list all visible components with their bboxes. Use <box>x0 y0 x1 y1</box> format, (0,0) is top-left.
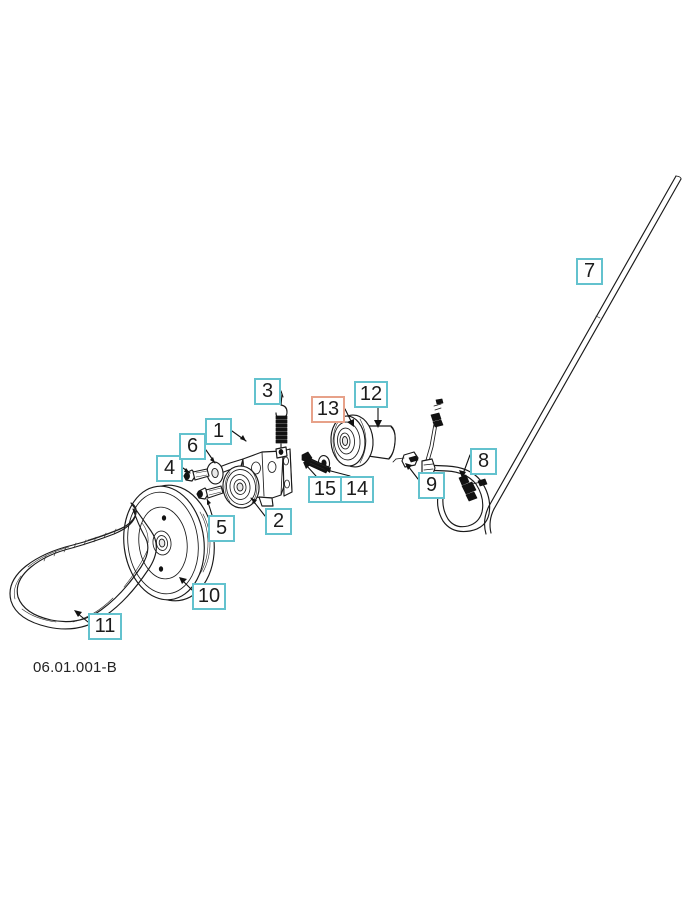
part-control-rod <box>483 175 682 535</box>
cable-left-fitting <box>392 451 419 468</box>
cable-end-fitting-8 <box>458 474 488 502</box>
callout-5-label: 5 <box>215 516 228 539</box>
callout-13[interactable]: 13 <box>311 396 345 423</box>
part-drive-pulley <box>123 484 215 602</box>
callout-1-label: 1 <box>212 419 225 442</box>
cable-barrel-adjuster <box>430 398 444 428</box>
callout-1[interactable]: 1 <box>205 418 232 445</box>
callout-9-label: 9 <box>425 473 438 496</box>
part-hex-bolt-5 <box>196 485 224 500</box>
callout-4-label: 4 <box>163 456 176 479</box>
callout-7[interactable]: 7 <box>576 258 603 285</box>
part-hex-bolt-15 <box>301 451 330 474</box>
callout-8[interactable]: 8 <box>470 448 497 475</box>
callout-8-label: 8 <box>477 449 490 472</box>
callout-10[interactable]: 10 <box>192 583 226 610</box>
callout-13-label: 13 <box>316 397 340 420</box>
spring-coils <box>275 415 288 444</box>
callout-7-label: 7 <box>583 259 596 282</box>
callout-6[interactable]: 6 <box>179 433 206 460</box>
callout-9[interactable]: 9 <box>418 472 445 499</box>
callout-11-label: 11 <box>94 614 116 637</box>
callout-2-label: 2 <box>272 509 285 532</box>
part-shoulder-bolt-4 <box>183 468 210 482</box>
callout-3[interactable]: 3 <box>254 378 281 405</box>
part-number-label: 06.01.001-B <box>33 659 117 676</box>
callout-3-label: 3 <box>261 379 274 402</box>
callout-14[interactable]: 14 <box>340 476 374 503</box>
callout-2[interactable]: 2 <box>265 508 292 535</box>
callout-10-label: 10 <box>197 584 221 607</box>
part-v-belt <box>9 502 157 630</box>
callout-14-label: 14 <box>345 477 369 500</box>
callout-5[interactable]: 5 <box>208 515 235 542</box>
callout-4[interactable]: 4 <box>156 455 183 482</box>
callout-11[interactable]: 11 <box>88 613 122 640</box>
callout-12-label: 12 <box>359 382 383 405</box>
callout-15-label: 15 <box>313 477 337 500</box>
part-bearing-idler <box>330 414 374 468</box>
callout-6-label: 6 <box>186 434 199 457</box>
callout-15[interactable]: 15 <box>308 476 342 503</box>
callout-12[interactable]: 12 <box>354 381 388 408</box>
part-extension-spring <box>275 393 288 463</box>
part-idler-pulley-assembly <box>222 465 260 509</box>
